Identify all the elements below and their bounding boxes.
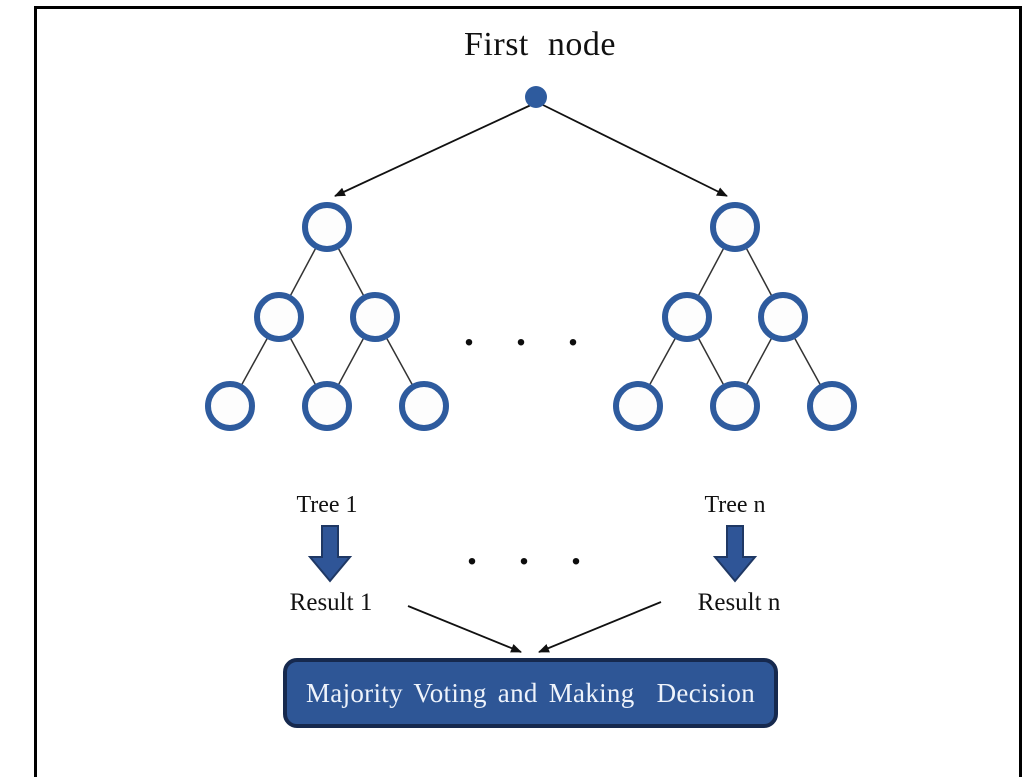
tree-node [613, 381, 663, 431]
tree-node [302, 381, 352, 431]
tree-n-label: Tree n [704, 492, 766, 518]
majority-voting-decision-box: Majority Voting and Making Decision [283, 658, 778, 728]
first-node-dot [525, 86, 547, 108]
trees-ellipsis: . . . [464, 309, 594, 354]
result-n-to-decision-arrow [538, 601, 662, 653]
tree-node [710, 202, 760, 252]
tree-node [302, 202, 352, 252]
result-n-label: Result n [697, 589, 781, 616]
result-1-to-decision-arrow [407, 605, 522, 653]
tree-node [254, 292, 304, 342]
tree-node [662, 292, 712, 342]
tree-node [205, 381, 255, 431]
tree-node [758, 292, 808, 342]
diagram-title: First node [464, 26, 616, 63]
first-node-to-tree-n-arrow [542, 104, 728, 197]
diagram-frame-border [34, 6, 1022, 777]
tree-n-nodes [613, 202, 857, 431]
tree-n-down-arrow-icon [712, 525, 758, 583]
first-node-to-tree-1-arrow [334, 104, 532, 197]
arrows-ellipsis: . . . [467, 528, 597, 573]
tree-1-label: Tree 1 [296, 492, 358, 518]
decision-box-label: Majority Voting and Making Decision [305, 677, 756, 708]
result-1-label: Result 1 [289, 589, 373, 616]
tree-node [399, 381, 449, 431]
tree-node [807, 381, 857, 431]
tree-1-down-arrow-icon [307, 525, 353, 583]
tree-1-nodes [205, 202, 449, 431]
tree-node [350, 292, 400, 342]
tree-node [710, 381, 760, 431]
